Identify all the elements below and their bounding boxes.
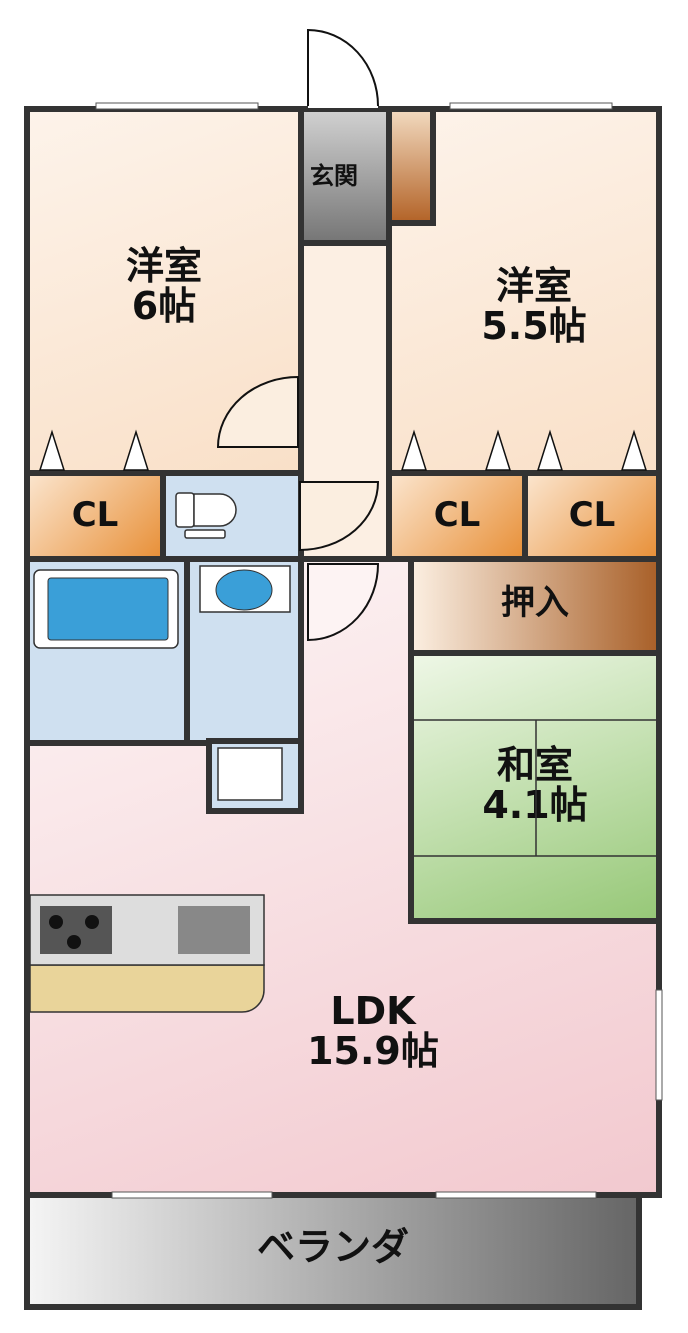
bathroom xyxy=(24,556,190,746)
closet-right-1: CL xyxy=(386,470,528,562)
western-6-size: 6帖 xyxy=(131,283,197,328)
japanese-size: 4.1帖 xyxy=(482,782,588,827)
closet-right-1-label: CL xyxy=(433,495,481,535)
entrance-door-icon xyxy=(307,28,379,108)
veranda: ベランダ xyxy=(24,1192,642,1310)
room-western-6: 洋室 6帖 xyxy=(24,106,304,476)
western-55-size: 5.5帖 xyxy=(481,303,587,348)
closet-right-2: CL xyxy=(522,470,662,562)
entrance-label: 玄関 xyxy=(310,162,358,190)
closet-left: CL xyxy=(24,470,166,562)
hallway xyxy=(298,240,392,562)
western-6-label: 洋室 xyxy=(125,244,202,288)
ldk-size: 15.9帖 xyxy=(307,1028,439,1073)
room-entrance: 玄関 xyxy=(298,106,392,246)
veranda-label: ベランダ xyxy=(256,1225,409,1269)
shoe-cabinet-front xyxy=(386,106,436,226)
closet-left-label: CL xyxy=(71,495,119,535)
ldk-label: LDK xyxy=(330,989,416,1033)
toilet xyxy=(160,470,304,562)
oshiire: 押入 xyxy=(408,556,662,656)
closet-right-2-label: CL xyxy=(568,495,616,535)
washroom xyxy=(184,556,304,746)
western-55-label: 洋室 xyxy=(495,264,572,308)
room-japanese: 和室 4.1帖 xyxy=(408,650,662,924)
oshiire-label: 押入 xyxy=(501,583,569,623)
washing-machine-area xyxy=(206,738,304,814)
japanese-label: 和室 xyxy=(496,743,573,787)
